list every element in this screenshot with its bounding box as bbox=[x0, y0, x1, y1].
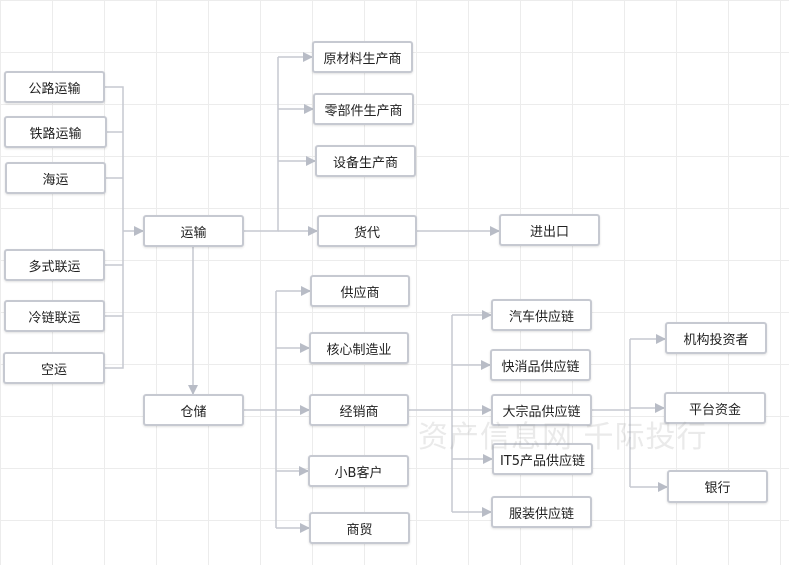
node-trade[interactable]: 商贸 bbox=[309, 512, 410, 544]
node-sea[interactable]: 海运 bbox=[5, 162, 106, 194]
watermark: 资产信息网 千际投行 bbox=[418, 420, 708, 455]
node-forwarder[interactable]: 货代 bbox=[317, 215, 417, 247]
node-institutional[interactable]: 机构投资者 bbox=[665, 322, 767, 354]
node-equipment[interactable]: 设备生产商 bbox=[315, 145, 416, 177]
node-rail[interactable]: 铁路运输 bbox=[4, 116, 107, 148]
node-fmcg-chain[interactable]: 快消品供应链 bbox=[490, 349, 591, 381]
edge-warehouse-trunk bbox=[244, 291, 277, 528]
node-core-mfg[interactable]: 核心制造业 bbox=[309, 332, 409, 364]
node-import-export[interactable]: 进出口 bbox=[499, 214, 600, 246]
node-distributor[interactable]: 经销商 bbox=[309, 394, 409, 426]
node-warehouse[interactable]: 仓储 bbox=[143, 394, 244, 426]
edge-air-transport bbox=[105, 231, 124, 369]
node-auto-chain[interactable]: 汽车供应链 bbox=[491, 299, 592, 331]
node-road[interactable]: 公路运输 bbox=[4, 71, 105, 103]
edge-bulk-trunk bbox=[592, 339, 631, 487]
edge-road-transport bbox=[105, 86, 124, 231]
node-platform-funds[interactable]: 平台资金 bbox=[664, 392, 766, 424]
node-bulk-chain[interactable]: 大宗品供应链 bbox=[491, 394, 592, 426]
node-supplier[interactable]: 供应商 bbox=[310, 275, 410, 307]
node-transport[interactable]: 运输 bbox=[143, 215, 244, 247]
node-it-chain[interactable]: IT5产品供应链 bbox=[492, 443, 593, 475]
node-bank[interactable]: 银行 bbox=[667, 470, 768, 503]
node-air[interactable]: 空运 bbox=[3, 352, 105, 384]
node-raw-material[interactable]: 原材料生产商 bbox=[312, 41, 413, 73]
edge-transport-trunk bbox=[244, 57, 279, 232]
node-coldchain[interactable]: 冷链联运 bbox=[4, 300, 105, 332]
node-multimodal[interactable]: 多式联运 bbox=[4, 249, 105, 281]
node-apparel-chain[interactable]: 服装供应链 bbox=[491, 496, 592, 528]
node-small-b[interactable]: 小B客户 bbox=[308, 455, 409, 487]
node-parts[interactable]: 零部件生产商 bbox=[313, 93, 414, 125]
